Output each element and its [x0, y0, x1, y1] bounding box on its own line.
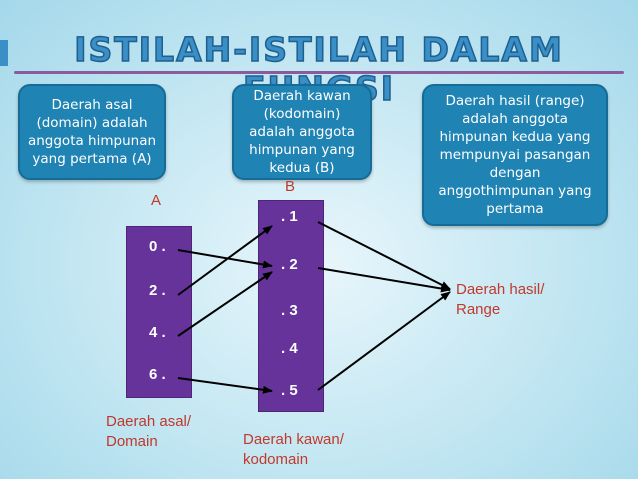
- codomain-caption-line2: kodomain: [243, 451, 309, 468]
- set-b-element: . 3: [281, 302, 298, 319]
- set-b-element: . 5: [281, 382, 298, 399]
- range-callout-text: Daerah hasil (range) adalah anggota himp…: [438, 93, 592, 217]
- set-b-element: . 1: [281, 208, 298, 225]
- set-a-element: 6 .: [149, 366, 166, 383]
- set-b-element: . 2: [281, 256, 298, 273]
- set-a-label: A: [151, 192, 162, 209]
- set-a-element: 2 .: [149, 282, 166, 299]
- arrow-5-to-range: [317, 291, 451, 391]
- codomain-callout: Daerah kawan (kodomain) adalah anggota h…: [232, 84, 372, 180]
- domain-callout-text: Daerah asal (domain) adalah anggota himp…: [27, 97, 157, 167]
- range-caption-line2: Range: [456, 301, 501, 318]
- domain-caption: Daerah asal/ Domain: [106, 412, 191, 452]
- domain-caption-line2: Domain: [106, 433, 158, 450]
- codomain-callout-text: Daerah kawan (kodomain) adalah anggota h…: [249, 88, 355, 176]
- arrow-6-to-5: [177, 377, 273, 394]
- title-underline: [14, 71, 624, 74]
- arrow-0-to-2: [177, 249, 273, 269]
- set-b-element: . 4: [281, 340, 298, 357]
- arrow-4-to-2: [177, 271, 273, 337]
- arrow-2-to-1: [177, 225, 273, 296]
- set-b-label: B: [285, 178, 296, 195]
- codomain-caption-line1: Daerah kawan/: [243, 431, 344, 448]
- title-accent-bar: [0, 40, 8, 66]
- set-b-box: [258, 200, 324, 412]
- range-caption: Daerah hasil/ Range: [456, 280, 544, 320]
- codomain-caption: Daerah kawan/ kodomain: [243, 430, 344, 470]
- domain-caption-line1: Daerah asal/: [106, 413, 192, 430]
- range-callout: Daerah hasil (range) adalah anggota himp…: [422, 84, 608, 226]
- set-a-element: 4 .: [149, 324, 166, 341]
- range-caption-line1: Daerah hasil/: [456, 281, 545, 298]
- arrow-1-to-range: [317, 221, 451, 290]
- set-a-box: [126, 226, 192, 398]
- set-a-element: 0 .: [149, 238, 166, 255]
- domain-callout: Daerah asal (domain) adalah anggota himp…: [18, 84, 166, 180]
- arrow-2-to-range: [317, 267, 451, 293]
